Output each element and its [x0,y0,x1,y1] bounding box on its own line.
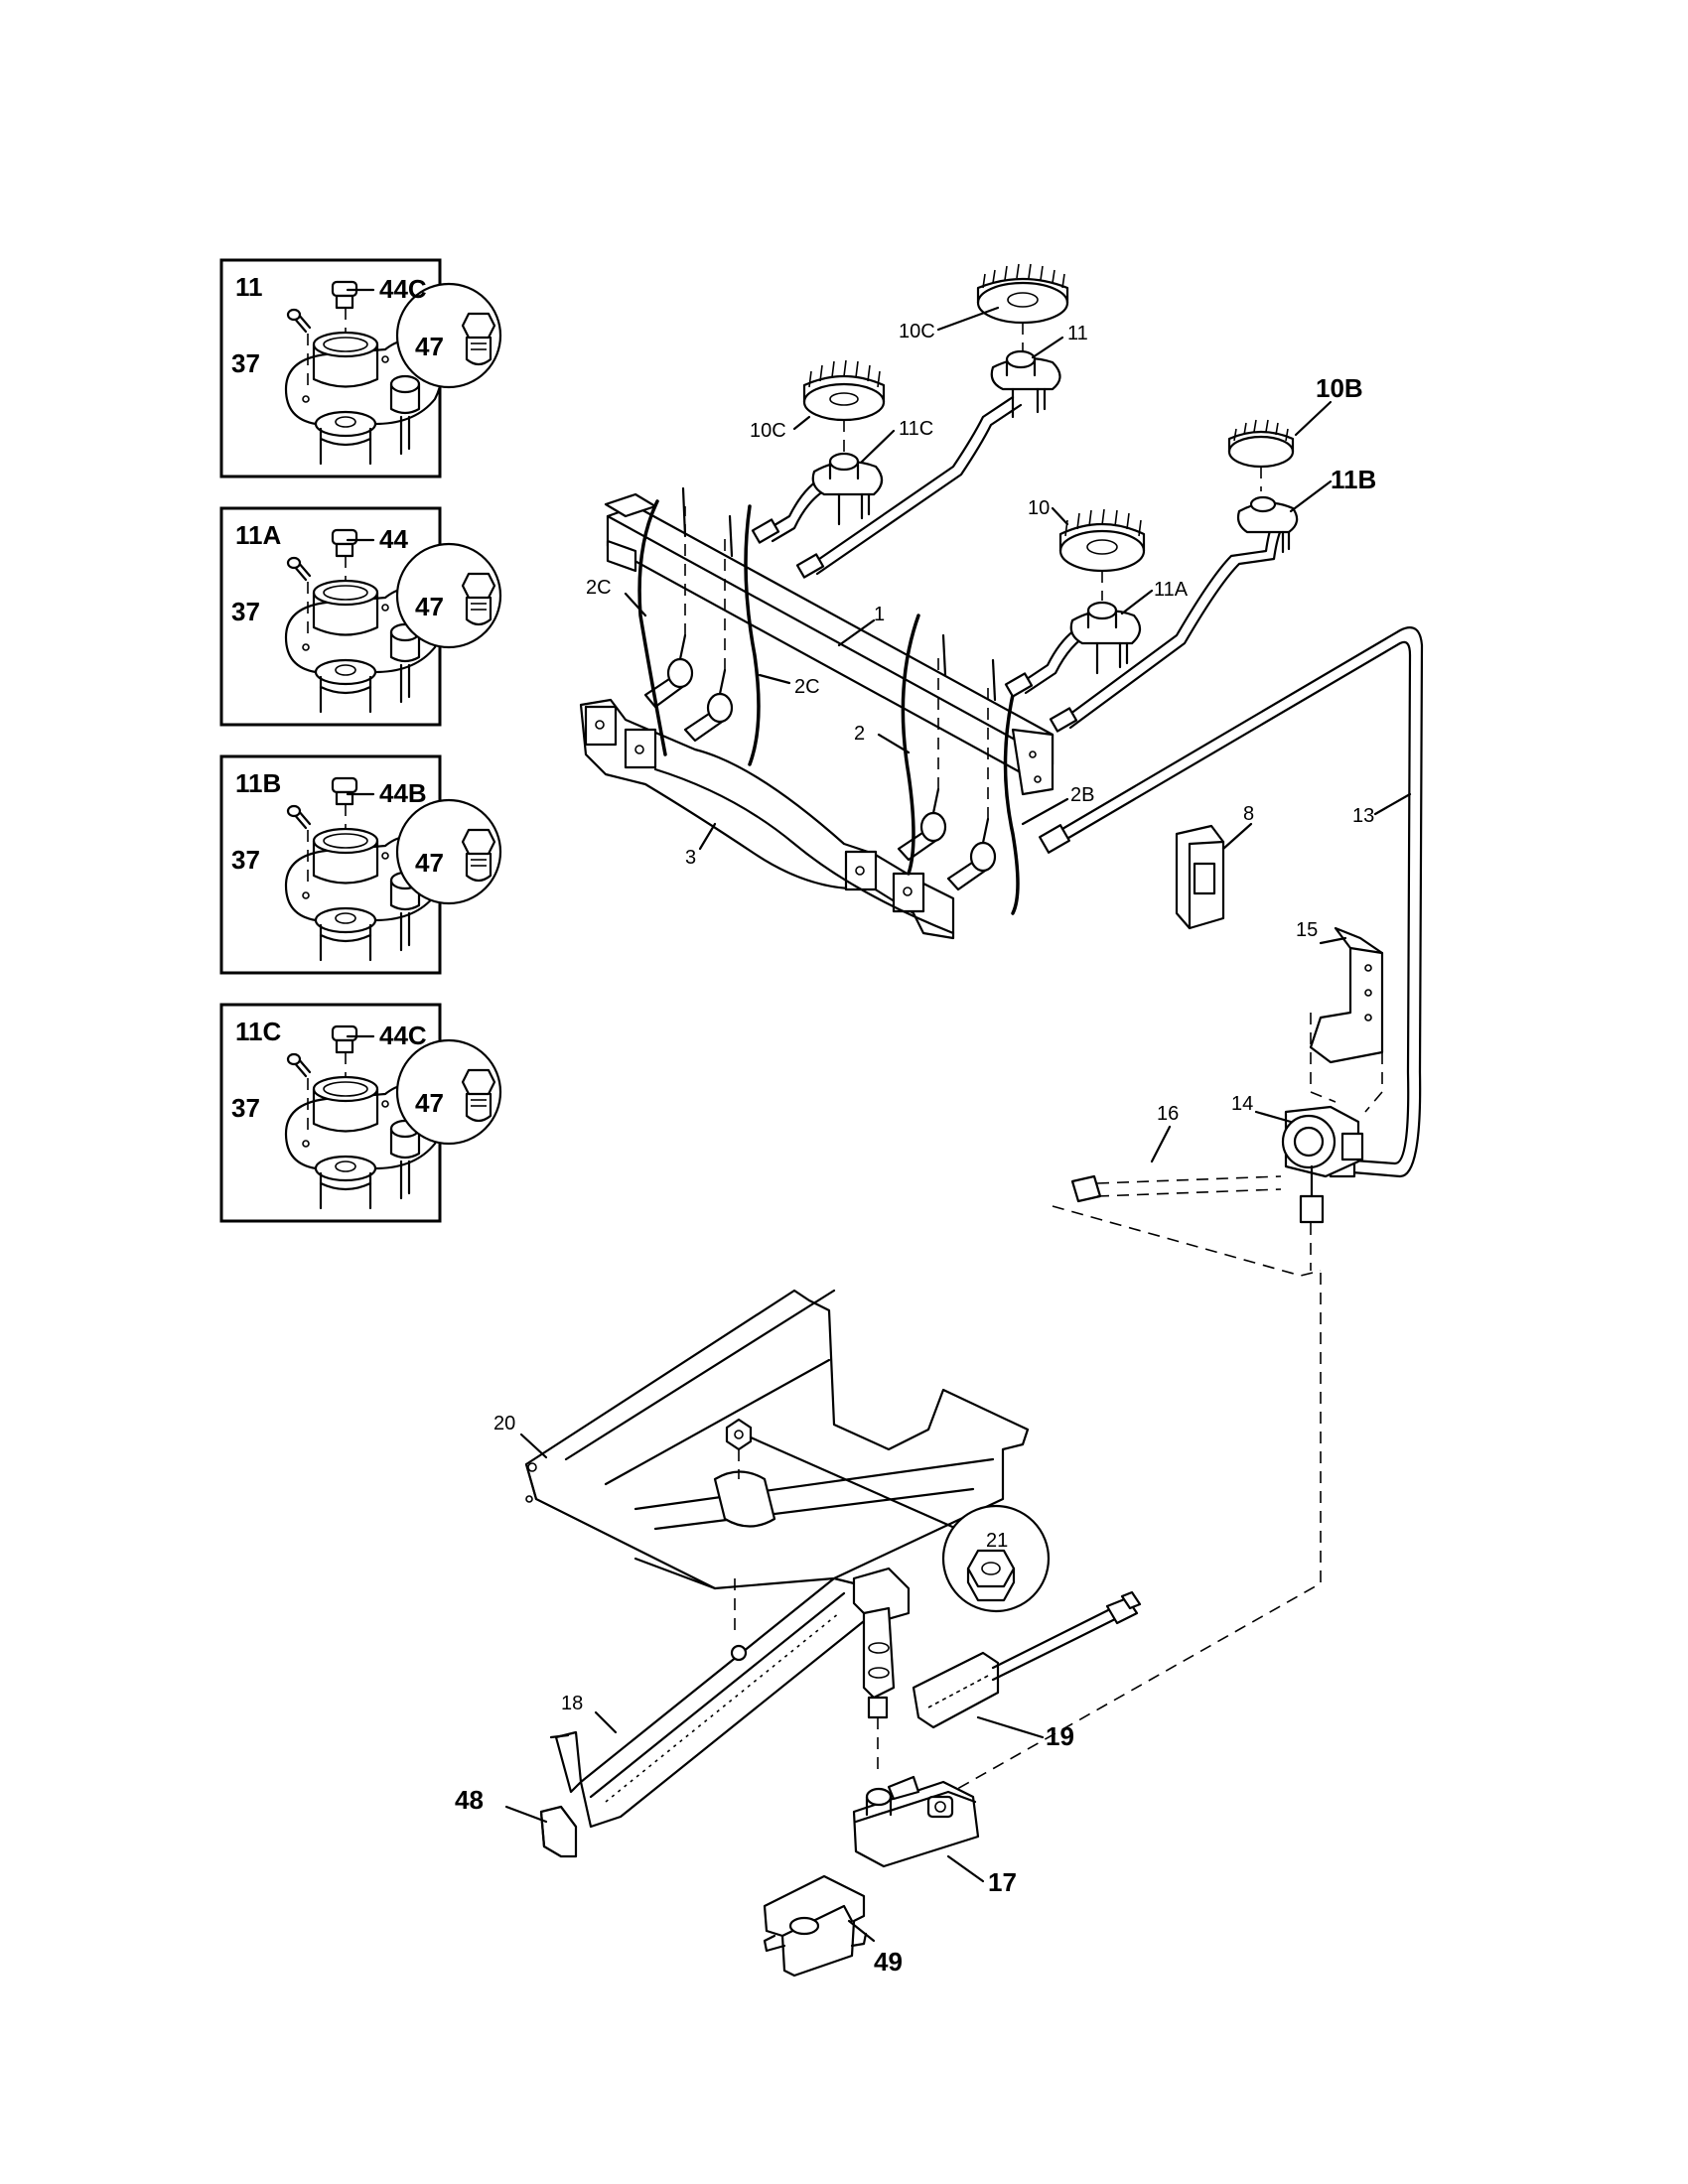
bracket-48 [539,1805,578,1858]
detail-box-11: 11 44C 37 47 [219,258,502,478]
oven-igniter-19 [912,1590,1142,1729]
callout-2B: 2B [1070,784,1094,806]
bracket-49 [763,1874,868,1978]
bracket-15 [1309,926,1384,1113]
callout-labels: 10C 11 10C 11C 10 10B 11B 11A 1 2C 2C 2 … [455,321,1376,1977]
orifice-callout: 47 [415,592,444,621]
screw-callout: 37 [231,845,260,875]
tube-16 [1052,1174,1322,1277]
orifice-callout: 47 [415,332,444,361]
callout-48: 48 [455,1785,484,1815]
nut-detail-21 [941,1504,1051,1613]
cap-callout: 44B [379,778,427,808]
callout-13: 13 [1352,805,1374,827]
burner-10C-front [802,359,886,452]
callout-17: 17 [988,1867,1017,1897]
callout-18: 18 [561,1693,583,1714]
callout-10: 10 [1028,497,1050,519]
burner-10B [1227,419,1295,491]
detail-box-11B: 11B 44B 37 47 [219,754,502,975]
detail-box-title: 11 [235,272,263,302]
callout-14: 14 [1231,1093,1253,1115]
callout-10C-rear: 10C [899,321,935,342]
cap-callout: 44C [379,274,427,304]
callout-11A: 11A [1154,579,1189,601]
manifold-assembly [579,492,1055,940]
orifice-callout: 47 [415,848,444,878]
burner-baffle-20 [524,1289,1030,1638]
screw-callout: 37 [231,348,260,378]
valve-11-rear [990,349,1061,419]
callout-16: 16 [1157,1103,1179,1125]
callout-11-rear: 11 [1067,323,1088,344]
screw-callout: 37 [231,597,260,626]
detail-box-11A: 11A 44 37 47 [219,506,502,727]
callout-8: 8 [1243,803,1254,825]
callout-20: 20 [493,1413,515,1434]
callout-21: 21 [986,1530,1008,1552]
detail-box-title: 11A [235,520,281,550]
supply-tube-13 [1039,626,1424,1178]
oven-burner-18 [549,1567,911,1829]
callout-2C-right: 2C [794,676,820,698]
callout-19: 19 [1046,1721,1074,1751]
pressure-regulator-14 [1281,1105,1364,1271]
cap-callout: 44C [379,1021,427,1050]
oven-valve-17 [852,1775,980,1868]
callout-2: 2 [854,723,865,745]
burner-10 [1058,508,1146,601]
callout-49: 49 [874,1947,903,1977]
valve-11B [1236,495,1299,554]
leader-lines [504,306,1412,1943]
cap-callout: 44 [379,524,408,554]
burner-10C-rear [976,263,1069,352]
orifice-callout: 47 [415,1088,444,1118]
callout-10C-front: 10C [750,420,786,442]
gas-tubes [751,395,1291,733]
valve-11C-front [811,452,884,526]
burner-valves [637,486,1020,915]
detail-box-title: 11B [235,768,281,798]
callout-11B: 11B [1331,465,1376,494]
detail-box-title: 11C [235,1017,281,1046]
screw-callout: 37 [231,1093,260,1123]
callout-11C: 11C [899,418,933,440]
valve-11A [1069,601,1142,675]
callout-2C-left: 2C [586,577,612,599]
callout-15: 15 [1296,919,1318,941]
callout-10B: 10B [1316,373,1363,403]
spark-module-8 [1175,824,1225,930]
callout-1: 1 [874,604,885,625]
connection-leader [942,1273,1322,1798]
callout-3: 3 [685,847,696,869]
detail-box-11C: 11C 44C 37 47 [219,1003,502,1223]
